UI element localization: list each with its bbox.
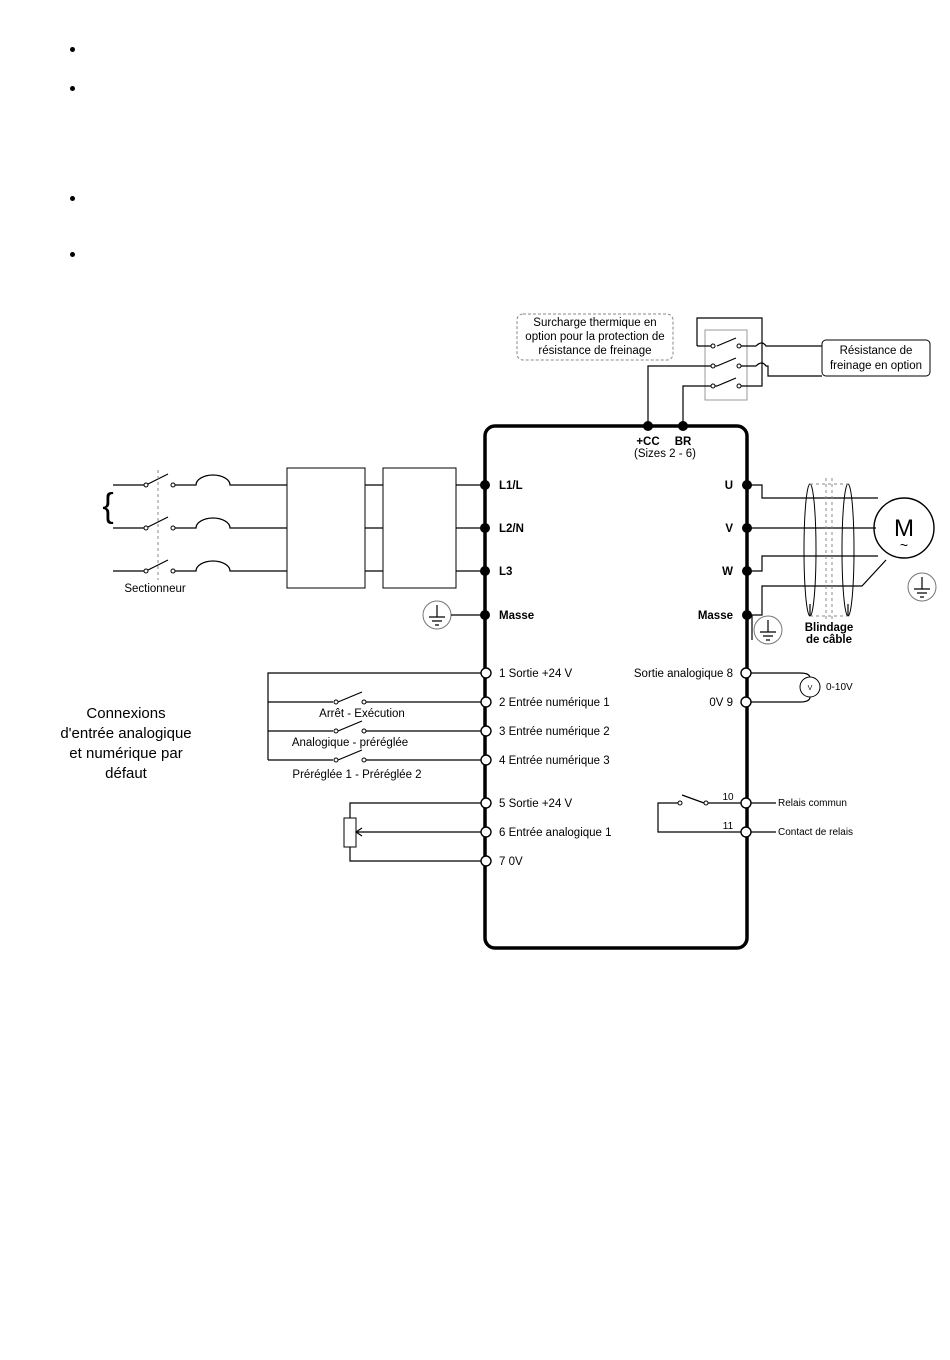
brake-resistor-line2: freinage en option	[830, 360, 922, 372]
relay-10: 10	[722, 792, 734, 803]
drive-outline	[483, 424, 749, 950]
bullet-3	[70, 196, 75, 201]
wire-pe-motor	[747, 559, 887, 616]
output-v: V	[725, 523, 733, 535]
meter-range: 0-10V	[826, 682, 853, 693]
bullet-1	[70, 47, 75, 52]
bullet-2	[70, 86, 75, 91]
shield-label-line2: de câble	[806, 634, 852, 646]
ground-icon-motor	[907, 572, 937, 602]
relay-11: 11	[723, 821, 734, 832]
terminal-1-label: 1 Sortie +24 V	[499, 668, 573, 680]
ground-label-right: Masse	[698, 610, 733, 622]
pot-wiper	[354, 827, 481, 837]
brake-resistor-box	[821, 339, 931, 377]
relay-out-wires	[751, 802, 776, 833]
terminal-5-label: 5 Sortie +24 V	[499, 798, 573, 810]
default-note-line3: et numérique par	[69, 745, 182, 762]
label-sizes: (Sizes 2 - 6)	[634, 448, 696, 460]
motor-symbol: M	[894, 515, 914, 542]
filter-box-1	[286, 467, 366, 589]
analog-out-label: Sortie analogique 8	[634, 668, 733, 680]
shield-drain	[809, 604, 849, 616]
terminal-cc	[643, 421, 653, 431]
ground-label-left: Masse	[499, 610, 534, 622]
ground-symbol-shield	[760, 620, 776, 641]
isolator-blades	[145, 473, 169, 572]
terminal-br	[678, 421, 688, 431]
brake-resistor-line1: Résistance de	[840, 345, 913, 357]
thermal-relay-contacts	[697, 337, 737, 387]
motor-icon	[873, 497, 935, 559]
bullet-4	[70, 252, 75, 257]
relay-contact-label: Contact de relais	[778, 827, 853, 838]
shield-label-line1: Blindage	[805, 622, 854, 634]
ground-symbol-left	[429, 605, 445, 626]
switch-label-1: Arrêt - Exécution	[319, 708, 405, 720]
wire-w	[747, 555, 878, 572]
terminal-3-label: 3 Entrée numérique 2	[499, 726, 610, 738]
resistor-wire-1	[741, 342, 822, 347]
potentiometer	[343, 817, 357, 848]
overload-note-line3: résistance de freinage	[538, 345, 651, 357]
label-cc: +CC	[636, 436, 659, 448]
inter-filter-wires	[365, 484, 383, 572]
ground-icon-shield	[753, 615, 783, 645]
terminal-7-label: 7 0V	[499, 856, 523, 868]
relay-common-label: Relais commun	[778, 798, 847, 809]
overload-note-line1: Surcharge thermique en	[533, 317, 656, 329]
overload-note-line2: option pour la protection de	[525, 331, 664, 343]
label-br: BR	[675, 436, 692, 448]
output-w: W	[722, 566, 733, 578]
pot-wires	[349, 802, 481, 862]
input-l2: L2/N	[499, 523, 524, 535]
input-l3: L3	[499, 566, 512, 578]
fuses	[175, 474, 287, 572]
terminal-6-label: 6 Entrée analogique 1	[499, 827, 612, 839]
switch-analog-preset	[268, 720, 481, 732]
cable-shield-right	[841, 483, 855, 617]
voltmeter-icon	[799, 676, 821, 698]
terminal-4-label: 4 Entrée numérique 3	[499, 755, 610, 767]
cc-wire	[647, 365, 711, 425]
relay-contact	[657, 794, 741, 833]
cable-shield-braid	[810, 478, 848, 622]
filter-box-2	[382, 467, 457, 589]
resistor-wire-2	[741, 362, 822, 377]
output-u: U	[725, 480, 733, 492]
br-wire	[682, 385, 711, 425]
switch-preset12	[268, 749, 481, 761]
wire-u	[747, 484, 878, 499]
overload-note-box	[516, 313, 674, 361]
ground-symbol-motor	[914, 577, 930, 598]
default-note-line4: défaut	[105, 765, 148, 782]
voltmeter-symbol: V	[808, 685, 813, 692]
supply-leads	[113, 484, 144, 572]
thermal-relay-box	[704, 329, 748, 401]
thermal-loop-wire	[696, 317, 763, 387]
default-note-line2: d'entrée analogique	[60, 725, 191, 742]
zero-v-label: 0V 9	[709, 697, 733, 709]
switch-label-3: Préréglée 1 - Préréglée 2	[292, 769, 421, 781]
isolator-label: Sectionneur	[124, 583, 186, 595]
switch-run-stop	[268, 691, 481, 703]
input-l1: L1/L	[499, 480, 523, 492]
supply-brace: {	[102, 487, 113, 525]
terminal-2-label: 2 Entrée numérique 1	[499, 697, 610, 709]
default-note-line1: Connexions	[86, 705, 165, 722]
cable-shield-left	[803, 483, 817, 617]
motor-symbol-sub: ~	[900, 537, 908, 553]
switch-label-2: Analogique - préréglée	[292, 737, 408, 749]
